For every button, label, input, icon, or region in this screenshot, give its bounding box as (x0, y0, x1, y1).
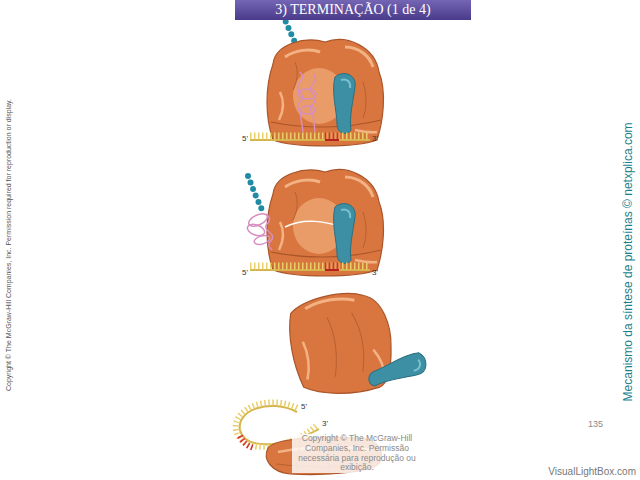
title-band: 3) TERMINAÇÃO (1 de 4) (235, 0, 471, 20)
ribosome-scene-1 (250, 2, 383, 146)
illustration-part (267, 170, 383, 276)
watermark: VisualLightBox.com (548, 466, 636, 478)
end-label: 5' (242, 134, 248, 143)
end-label: 3' (372, 134, 378, 143)
illustration-part (334, 204, 356, 264)
trna (298, 72, 317, 132)
illustration-part (284, 286, 400, 402)
large-subunit (284, 286, 400, 402)
illustration-part (301, 106, 315, 114)
illustration-part (250, 136, 370, 140)
end-label: 5' (242, 268, 248, 277)
illustration-part (266, 214, 273, 250)
copyright-note: Copyright © The McGraw-Hill Companies, I… (5, 99, 13, 391)
illustration-part (301, 341, 312, 379)
page-number: 135 (588, 419, 603, 429)
illustration-part (250, 266, 370, 270)
ribosome-scene-2 (246, 170, 384, 276)
illustration-part (304, 296, 354, 309)
illustration-part (250, 40, 383, 146)
end-label: 3' (372, 268, 378, 277)
copyright-note: Copyright © The McGraw-Hill Companies, I… (292, 434, 422, 473)
released-trna (246, 211, 273, 250)
end-label: 5' (301, 402, 307, 411)
illustration-part (311, 74, 316, 132)
illustration-part (267, 40, 383, 146)
illustration-part (240, 436, 254, 448)
slide-title: 3) TERMINAÇÃO (1 de 4) (275, 2, 430, 18)
illustration-part (325, 317, 341, 377)
illustration-part (352, 312, 368, 372)
end-label: 3' (322, 419, 328, 428)
illustration-part (250, 170, 383, 276)
ribosome-scene-3 (236, 286, 429, 474)
illustration-part (298, 89, 316, 99)
polypeptide-chain (248, 176, 262, 210)
illustration-part (365, 350, 429, 391)
illustration-part (334, 74, 356, 134)
illustration-part (298, 72, 304, 132)
illustration-part (365, 350, 429, 391)
watermark: Mecanismo da síntese de proteínas © netx… (621, 122, 635, 401)
